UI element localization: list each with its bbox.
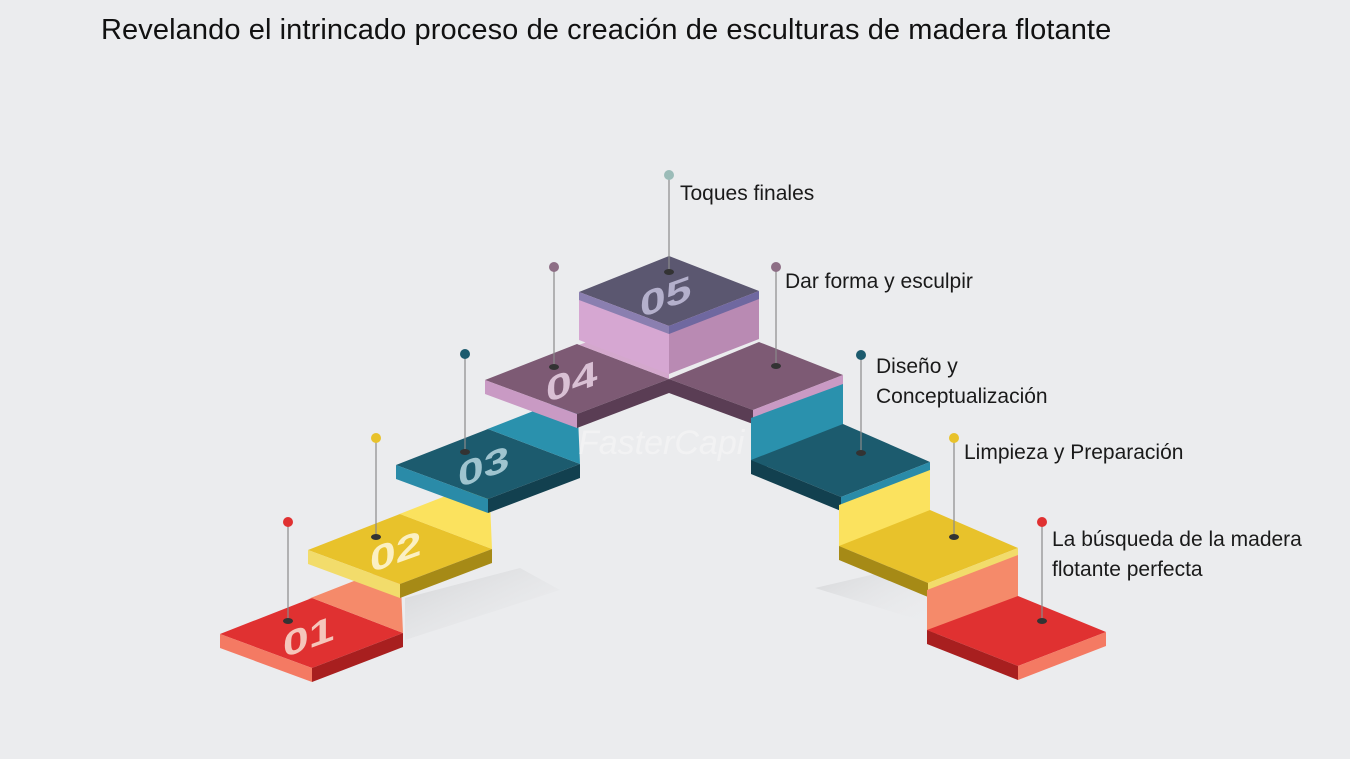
label-step-05-line-1: Toques finales [680,182,815,205]
pin-dot-01-right [1037,517,1047,527]
watermark: FasterCapi [578,424,745,462]
label-step-02-line-1: Limpieza y Preparación [964,441,1184,464]
step-01-right-block [927,596,1106,680]
pin-dot-01-left [283,517,293,527]
label-step-01-line-1: La búsqueda de la madera [1052,528,1302,551]
pin-dot-02-right [949,433,959,443]
floor-shadow-left [405,568,560,640]
label-step-05: Toques finales [680,179,814,209]
pin-dot-03-right [856,350,866,360]
pin-dot-04-right [771,262,781,272]
pin-dot-03-left [460,349,470,359]
pin-dot-04-left [549,262,559,272]
label-step-04-line-1: Dar forma y esculpir [785,270,973,293]
label-step-02: Limpieza y Preparación [964,438,1183,468]
label-step-03-line-2: Conceptualización [876,385,1048,408]
step-05-block [579,256,759,374]
label-step-04: Dar forma y esculpir [785,267,973,297]
label-step-03: Diseño y Conceptualización [876,352,1048,412]
diagram-title: Revelando el intrincado proceso de creac… [101,14,1112,46]
label-step-03-line-1: Diseño y [876,355,958,378]
label-step-01-line-2: flotante perfecta [1052,558,1203,581]
step-04-right-block [669,342,843,470]
label-step-01: La búsqueda de la madera flotante perfec… [1052,525,1302,585]
pin-dot-02-left [371,433,381,443]
pin-dot-05-top [664,170,674,180]
